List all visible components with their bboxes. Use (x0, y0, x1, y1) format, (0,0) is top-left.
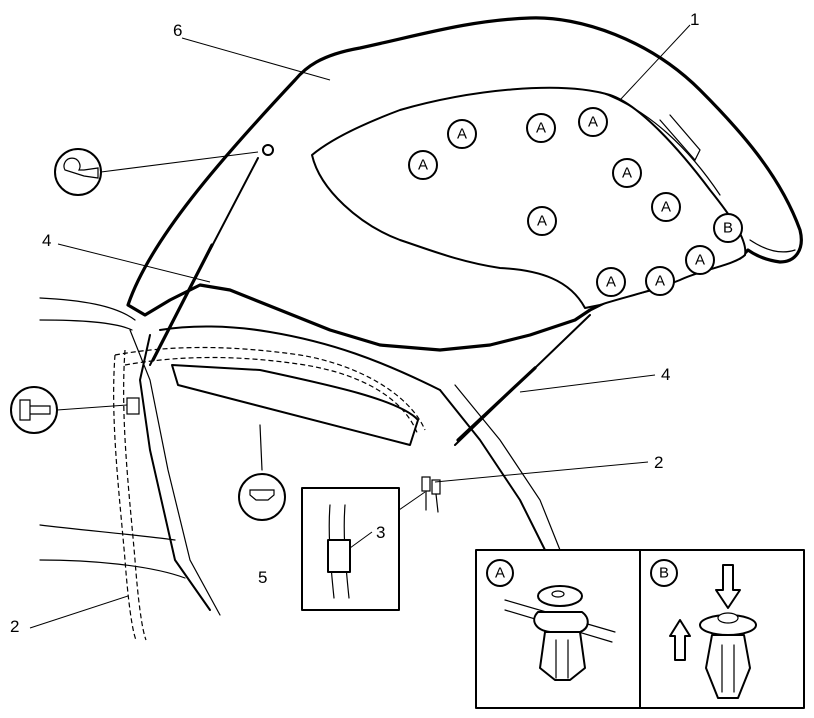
detail-b-label: B (659, 565, 669, 582)
callout-4-left: 4 (42, 231, 51, 250)
fastener-marker-circle (685, 245, 715, 275)
harness-connector-1 (421, 476, 431, 492)
fastener-marker-label: A (606, 274, 616, 291)
fastener-marker-circle (651, 192, 681, 222)
fastener-marker-circle (526, 113, 556, 143)
fastener-markers: A A A A A A A A B A A (408, 107, 743, 297)
fastener-marker-circle (612, 158, 642, 188)
fastener-marker-label: B (723, 220, 733, 237)
fastener-marker-circle (713, 213, 743, 243)
callout-2-left: 2 (10, 617, 19, 636)
fastener-marker-label: A (695, 252, 705, 269)
callout-6: 6 (173, 21, 182, 40)
leader-2b (434, 461, 649, 483)
leader-4a (57, 243, 211, 283)
body-line-3 (39, 524, 176, 541)
fastener-marker-circle (408, 150, 438, 180)
ball-stud-shape (63, 157, 99, 179)
opening-left-edge (139, 334, 211, 611)
push-pin-shape (249, 489, 275, 501)
fastener-marker-label: A (536, 120, 546, 137)
fastener-marker-circle (527, 206, 557, 236)
clip-b-drawing (669, 564, 757, 699)
fastener-marker-label: A (588, 114, 598, 131)
fastener-marker-label: A (622, 165, 632, 182)
clip-a-drawing (504, 585, 616, 681)
callout-2-right: 2 (654, 453, 663, 472)
fastener-marker-label: A (537, 213, 547, 230)
bolt-leader (56, 404, 128, 411)
pillar-line (129, 329, 221, 616)
callout-4-right: 4 (661, 365, 670, 384)
body-line-1 (39, 297, 136, 321)
opening-upper-edge (159, 325, 441, 391)
trim-latch-detail (659, 114, 701, 162)
trim-corner-line (749, 239, 796, 253)
lower-trim-strip (171, 364, 419, 446)
fastener-marker-label: A (661, 199, 671, 216)
fastener-marker-circle (578, 107, 608, 137)
connector-leader (349, 531, 373, 549)
harness-left (113, 354, 137, 641)
leader-1 (619, 24, 691, 101)
strut-right-body (456, 366, 537, 442)
bolt-shape (19, 399, 51, 421)
leader-2a (29, 595, 129, 629)
fastener-marker-label: A (457, 126, 467, 143)
strip-leader (259, 424, 263, 471)
harness-top (114, 346, 426, 431)
detail-b-badge (650, 559, 678, 587)
fastener-marker-circle (447, 119, 477, 149)
trim-edge-line (599, 91, 721, 196)
fastener-marker-label: A (655, 273, 665, 290)
bolt-clip (126, 397, 140, 415)
leader-4b (519, 374, 656, 393)
fastener-marker-label: A (418, 157, 428, 174)
strut-left-ball (262, 144, 274, 156)
fastener-marker-circle (645, 266, 675, 296)
opening-right-edge (439, 389, 546, 551)
connector-body (327, 539, 351, 573)
harness-top-2 (124, 356, 419, 436)
opening-right-inner (454, 384, 561, 551)
callout-1: 1 (690, 10, 699, 29)
detail-a-label: A (495, 565, 505, 582)
harness-connector-wires (425, 490, 439, 513)
connector-inset-leader (398, 491, 426, 511)
callout-3: 3 (376, 523, 385, 542)
callout-5: 5 (258, 568, 267, 587)
ball-stud-icon (54, 148, 102, 196)
detail-a-badge (486, 559, 514, 587)
push-pin-icon (238, 473, 286, 521)
body-line-2 (39, 319, 133, 331)
leader-6 (181, 37, 331, 81)
strut-left-body (151, 243, 214, 362)
body-line-4 (39, 559, 186, 579)
liftgate-trim-panel (311, 86, 747, 309)
fastener-marker-circle (596, 267, 626, 297)
ball-stud-leader (100, 151, 259, 173)
